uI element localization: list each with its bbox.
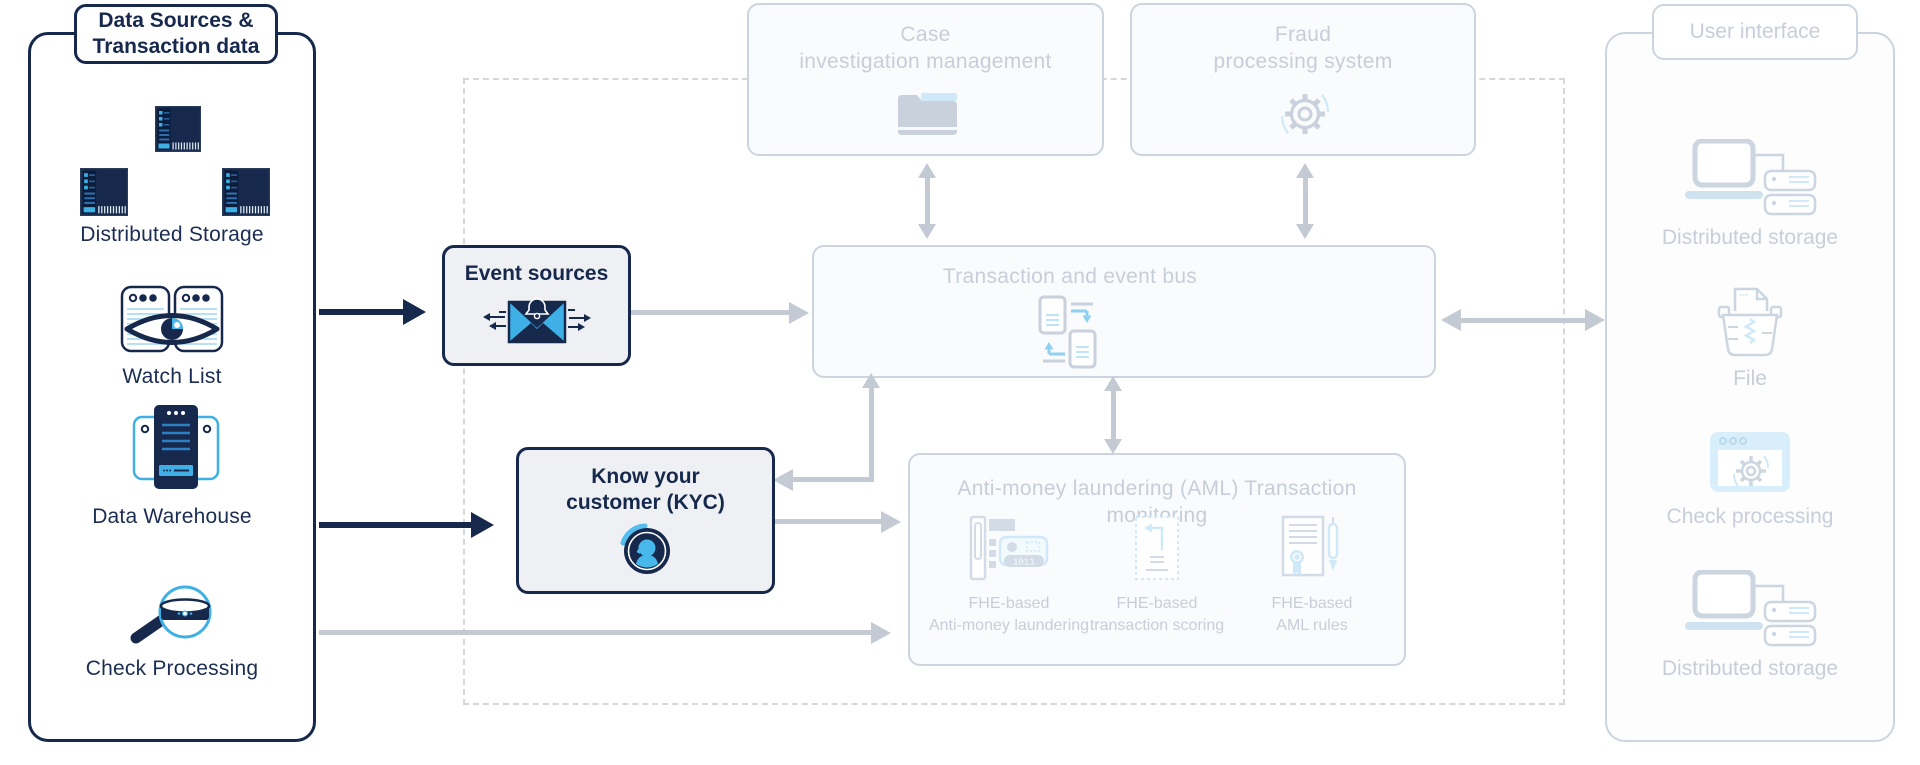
aml-monitoring-box: Anti-money laundering (AML) Transaction … — [908, 453, 1406, 666]
server-icon — [80, 168, 128, 216]
arrow-datasources-to-eventsources-head — [403, 299, 426, 325]
arrow-kyc-bus-elbow-head-left — [773, 469, 793, 491]
arrow-bus-aml-head-down — [1104, 439, 1122, 454]
kyc-box: Know your customer (KYC) — [516, 447, 775, 594]
documents-transfer-icon — [1038, 295, 1097, 369]
laptop-storage-icon — [1685, 139, 1817, 216]
arrow-kyc-bus-elbow-head-up — [862, 373, 880, 388]
magnifier-check-icon — [130, 585, 212, 644]
browser-gear-icon — [1710, 432, 1790, 492]
event-sources-box: Event sources — [442, 245, 631, 366]
data-warehouse-icon — [132, 405, 220, 489]
fhe-scoring-item: FHE-based transaction scoring — [1067, 515, 1247, 638]
terminal-card-icon: 1011 — [969, 515, 1049, 581]
arrow-datasources-to-kyc-line — [319, 522, 473, 528]
user-interface-panel-title: User interface — [1652, 4, 1858, 60]
ui-check-processing-label: Check processing — [1666, 505, 1834, 528]
fraud-processing-title: Fraud processing system — [1213, 23, 1393, 74]
case-investigation-title: Case investigation management — [799, 23, 1052, 74]
ui-file-label: File — [1733, 367, 1767, 390]
scored-document-icon — [1135, 516, 1179, 580]
server-icon — [222, 168, 270, 216]
fhe-scoring-label: FHE-based transaction scoring — [1089, 595, 1225, 635]
arrow-case-bus-head-up — [918, 163, 936, 178]
event-sources-title: Event sources — [464, 262, 609, 285]
person-profile-icon — [620, 523, 670, 574]
arrow-bus-aml-line — [1111, 391, 1116, 439]
fhe-aml-item: 1011 FHE-based Anti-money laundering — [919, 515, 1099, 638]
laptop-storage-icon — [1685, 570, 1817, 647]
arrow-datasources-to-eventsources-line — [319, 309, 405, 315]
file-printer-icon — [1717, 287, 1783, 357]
check-processing-label: Check Processing — [85, 657, 259, 680]
arrow-kyc-bus-elbow-vline — [869, 388, 874, 482]
arrow-bus-ui-head-left — [1441, 309, 1461, 331]
data-sources-panel: Distributed Storage Watch List — [28, 32, 316, 742]
arrow-datasources-to-aml-head — [871, 622, 891, 644]
arrow-eventsources-to-bus-line — [631, 310, 791, 315]
event-bus-box: Transaction and event bus — [812, 245, 1436, 378]
data-sources-panel-title: Data Sources & Transaction data — [74, 4, 278, 64]
watch-list-eye-icon — [120, 285, 224, 353]
arrow-kyc-to-aml-line — [775, 519, 883, 524]
fhe-rules-item: FHE-based AML rules — [1222, 515, 1402, 638]
arrow-fraud-bus-head-down — [1296, 224, 1314, 239]
arrow-kyc-to-aml-head — [881, 511, 901, 533]
ui-distributed-storage-label: Distributed storage — [1661, 657, 1839, 680]
arrow-case-bus-line — [925, 178, 930, 224]
event-bus-title: Transaction and event bus — [942, 265, 1198, 288]
arrow-datasources-to-kyc-head — [471, 512, 494, 538]
arrow-bus-ui-head-right — [1585, 309, 1605, 331]
arrow-fraud-bus-head-up — [1296, 163, 1314, 178]
arrow-kyc-bus-elbow-hline — [790, 477, 874, 482]
data-warehouse-label: Data Warehouse — [92, 505, 252, 528]
arrow-case-bus-head-down — [918, 224, 936, 239]
arrow-bus-aml-head-up — [1104, 376, 1122, 391]
gear-icon — [1280, 94, 1330, 134]
arrow-bus-ui-line — [1457, 318, 1585, 323]
arrow-eventsources-to-bus-head — [789, 302, 809, 324]
fhe-rules-label: FHE-based AML rules — [1271, 595, 1353, 635]
arrow-datasources-to-aml-line — [319, 630, 873, 635]
envelope-bell-icon — [482, 298, 591, 344]
case-investigation-box: Case investigation management — [747, 3, 1104, 156]
kyc-title: Know your customer (KYC) — [566, 465, 725, 515]
folder-icon — [898, 93, 957, 135]
fhe-aml-label: FHE-based Anti-money laundering — [928, 595, 1090, 635]
rules-document-pen-icon — [1281, 515, 1339, 577]
ui-distributed-storage-label: Distributed storage — [1661, 226, 1839, 249]
fraud-processing-box: Fraud processing system — [1130, 3, 1476, 156]
server-icon — [155, 106, 201, 152]
aml-monitoring-title: Anti-money laundering (AML) Transaction … — [957, 477, 1357, 528]
watch-list-label: Watch List — [122, 365, 222, 388]
user-interface-panel: Distributed storage File — [1605, 32, 1895, 742]
distributed-storage-label: Distributed Storage — [80, 223, 264, 246]
svg-text:1011: 1011 — [1013, 558, 1035, 568]
arrow-fraud-bus-line — [1303, 178, 1308, 224]
